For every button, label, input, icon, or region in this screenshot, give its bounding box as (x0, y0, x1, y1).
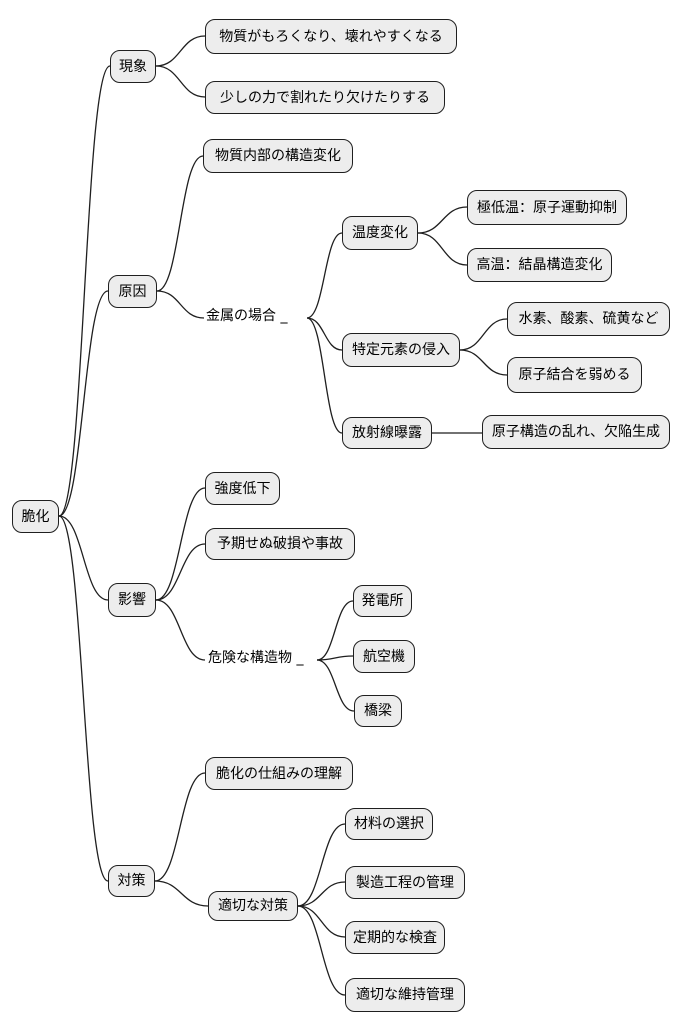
node-strength-decrease[interactable]: 強度低下 (205, 472, 280, 505)
node-hydrogen-oxygen-sulfur[interactable]: 水素、酸素、硫黄など (507, 302, 670, 336)
node-cause-metal-case[interactable]: 金属の場合 _ (206, 308, 288, 324)
node-cause-internal-structure-change[interactable]: 物質内部の構造変化 (203, 139, 353, 173)
node-cause[interactable]: 原因 (108, 275, 157, 308)
node-root-embrittlement[interactable]: 脆化 (12, 500, 59, 533)
node-manufacturing-process-control[interactable]: 製造工程の管理 (345, 866, 465, 899)
connector-lines (58, 35, 508, 996)
node-understand-embrittlement-mechanism[interactable]: 脆化の仕組みの理解 (205, 757, 353, 790)
node-element-intrusion[interactable]: 特定元素の侵入 (342, 333, 460, 367)
node-aircraft[interactable]: 航空機 (353, 640, 415, 673)
node-impact[interactable]: 影響 (108, 583, 156, 617)
node-countermeasure[interactable]: 対策 (108, 865, 155, 897)
node-dangerous-structures[interactable]: 危険な構造物 _ (208, 650, 304, 666)
node-temperature-change[interactable]: 温度変化 (342, 216, 418, 250)
node-phenomenon-becomes-brittle[interactable]: 物質がもろくなり、壊れやすくなる (205, 19, 457, 54)
node-appropriate-measures[interactable]: 適切な対策 (208, 891, 298, 921)
node-proper-maintenance[interactable]: 適切な維持管理 (345, 978, 465, 1012)
node-high-temp-crystal-structure-change[interactable]: 高温：結晶構造変化 (467, 248, 612, 282)
node-cryogenic-atomic-motion-suppression[interactable]: 極低温：原子運動抑制 (467, 190, 627, 225)
node-periodic-inspection[interactable]: 定期的な検査 (345, 921, 445, 954)
node-atomic-disorder-defects[interactable]: 原子構造の乱れ、欠陥生成 (482, 415, 670, 449)
node-radiation-exposure[interactable]: 放射線曝露 (342, 417, 432, 449)
node-power-plant[interactable]: 発電所 (353, 585, 412, 617)
node-phenomenon[interactable]: 現象 (110, 50, 156, 83)
node-bridge[interactable]: 橋梁 (354, 695, 402, 727)
node-phenomenon-breaks-easily[interactable]: 少しの力で割れたり欠けたりする (205, 81, 445, 114)
node-material-selection[interactable]: 材料の選択 (345, 808, 433, 840)
node-unexpected-failure-accident[interactable]: 予期せぬ破損や事故 (205, 528, 355, 560)
node-weaken-atomic-bonds[interactable]: 原子結合を弱める (507, 357, 642, 393)
